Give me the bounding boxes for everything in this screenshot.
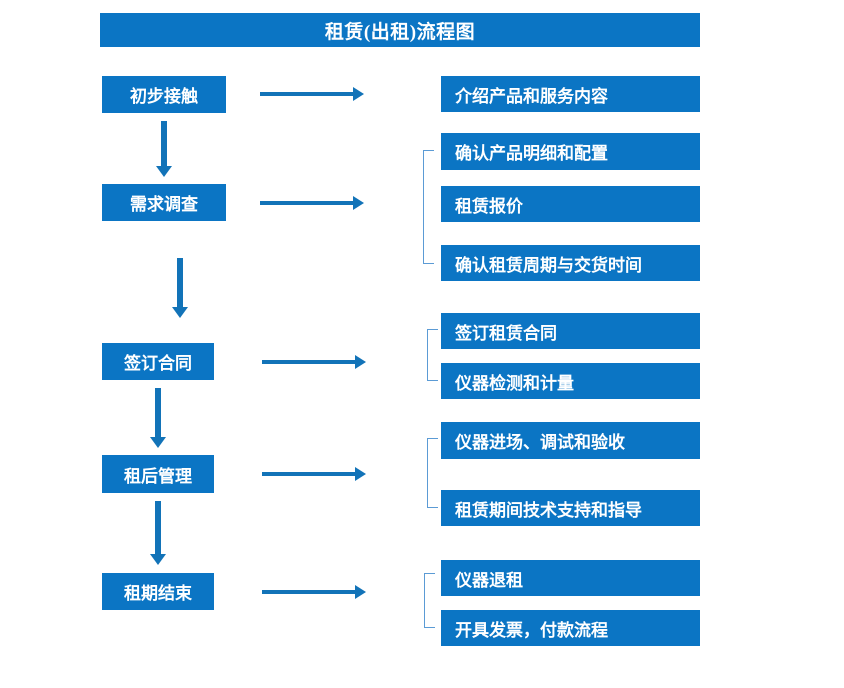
stage-box-sign-contract[interactable]: 签订合同 [102,343,214,380]
bracket-stage4-details [427,438,438,508]
detail-box-technical-support-during-lease[interactable]: 租赁期间技术支持和指导 [441,490,700,526]
stage-box-needs-survey[interactable]: 需求调查 [102,184,226,221]
stage-box-lease-end[interactable]: 租期结束 [102,573,214,610]
stage-box-initial-contact[interactable]: 初步接触 [102,76,226,113]
vertical-arrow-stage3-to-stage4 [150,388,166,448]
detail-box-confirm-product-details-config[interactable]: 确认产品明细和配置 [441,133,700,170]
vertical-arrow-stage4-to-stage5 [150,501,166,565]
detail-box-introduce-products-services[interactable]: 介绍产品和服务内容 [441,76,700,112]
bracket-stage2-details [423,150,434,264]
detail-box-instrument-testing-metering[interactable]: 仪器检测和计量 [441,363,700,399]
horizontal-arrow-stage3 [262,355,366,369]
bracket-stage3-details [427,329,438,381]
bracket-stage5-details [424,573,435,628]
horizontal-arrow-stage1 [260,87,364,101]
detail-box-sign-lease-contract[interactable]: 签订租赁合同 [441,313,700,349]
detail-box-confirm-lease-period-delivery[interactable]: 确认租赁周期与交货时间 [441,245,700,281]
horizontal-arrow-stage4 [262,467,366,481]
page-title: 租赁(出租)流程图 [100,13,700,47]
vertical-arrow-stage2-to-stage3 [172,258,188,318]
detail-box-instrument-return[interactable]: 仪器退租 [441,560,700,596]
horizontal-arrow-stage2 [260,196,364,210]
detail-box-instrument-entry-commissioning-acceptance[interactable]: 仪器进场、调试和验收 [441,422,700,459]
horizontal-arrow-stage5 [262,585,366,599]
vertical-arrow-stage1-to-stage2 [156,121,172,177]
detail-box-invoice-payment-process[interactable]: 开具发票，付款流程 [441,610,700,646]
stage-box-post-rental-management[interactable]: 租后管理 [102,455,214,493]
detail-box-rental-quotation[interactable]: 租赁报价 [441,186,700,222]
